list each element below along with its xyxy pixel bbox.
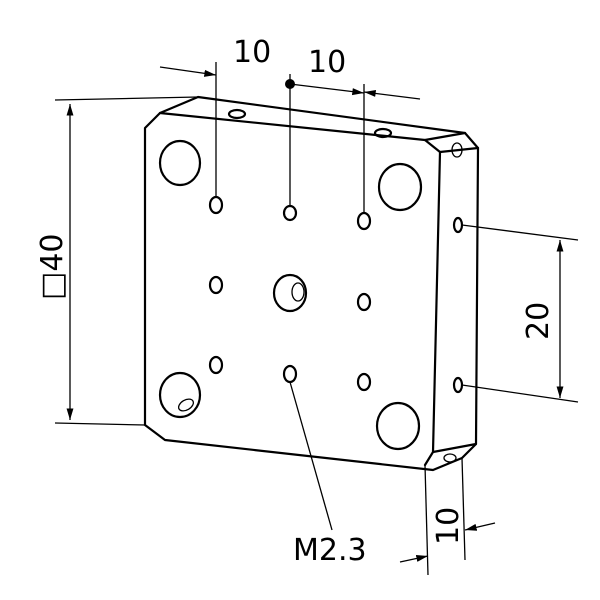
dim-right-label: 20	[521, 302, 556, 340]
dimensions	[54, 62, 579, 576]
dim-top-right-label: 10	[308, 45, 346, 80]
dim-top-left-label: 10	[233, 35, 271, 70]
holes	[158, 108, 464, 463]
dim-bottom-label: 10	[431, 507, 466, 545]
thread-callout-label: M2.3	[293, 533, 367, 568]
plate-body	[143, 95, 480, 472]
dim-side-label: □40	[35, 233, 70, 300]
